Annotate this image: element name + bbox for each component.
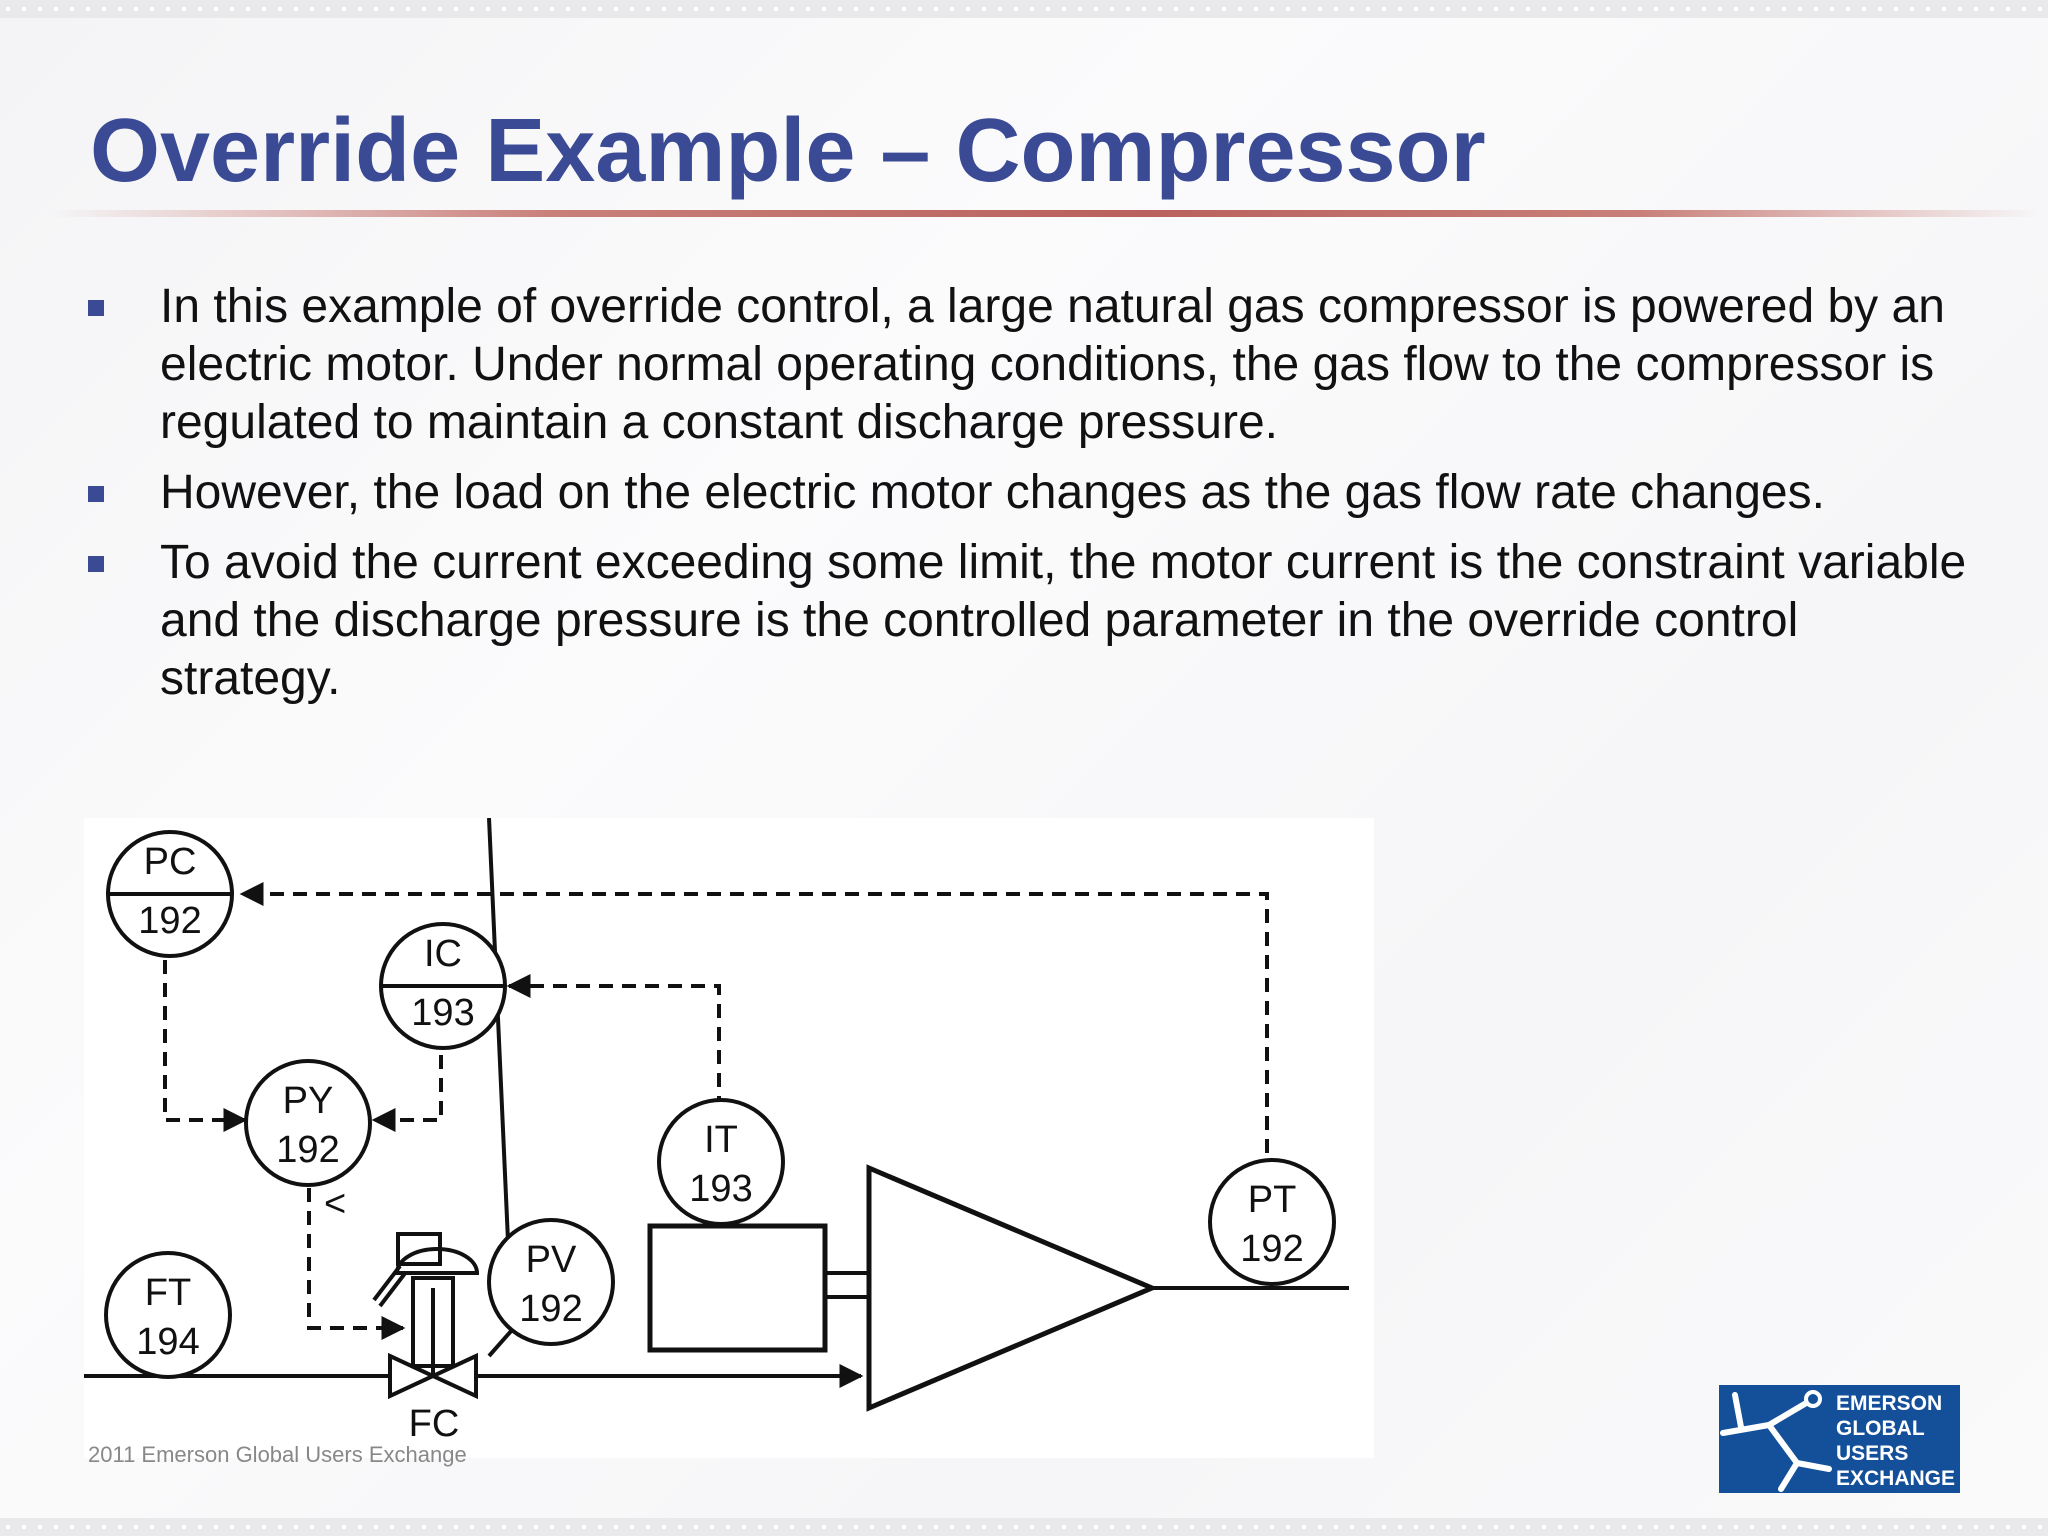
ic-tag: IC: [424, 933, 462, 975]
py-to-valve-signal: [307, 1188, 406, 1340]
pc-to-py-signal: [163, 960, 248, 1132]
pc-tag: PC: [144, 841, 197, 883]
control-valve: [372, 818, 514, 1400]
logo-line: EMERSON: [1836, 1392, 1943, 1415]
pv-number: 192: [519, 1288, 582, 1330]
motor-shaft: [823, 1271, 871, 1299]
instrument-it: IT 193: [657, 1098, 785, 1226]
fail-closed-label: FC: [409, 1403, 460, 1445]
ic-number: 193: [411, 992, 474, 1034]
signal-lines: [163, 882, 1269, 1340]
process-lines: [84, 1286, 1349, 1388]
it-tag: IT: [704, 1119, 738, 1161]
bullet-list: In this example of override control, a l…: [86, 278, 1986, 720]
valve-positioner: [411, 1276, 455, 1368]
bottom-dot-border: [0, 1518, 2048, 1536]
ft-number: 194: [136, 1321, 199, 1363]
valve-top-box: [396, 1232, 442, 1266]
pc-number: 192: [138, 900, 201, 942]
instrument-ft: FT 194: [104, 1251, 232, 1379]
py-number: 192: [276, 1129, 339, 1171]
compressor: [866, 1164, 1159, 1412]
emerson-logo: EMERSON GLOBAL USERS EXCHANGE: [1719, 1385, 1960, 1493]
bullet-text: However, the load on the electric motor …: [160, 466, 1825, 519]
it-to-ic-signal: [506, 974, 721, 1110]
ic-to-py-signal: [371, 1055, 443, 1132]
logo-line: USERS: [1836, 1442, 1909, 1465]
py-tag: PY: [283, 1080, 334, 1122]
ft-tag: FT: [145, 1272, 191, 1314]
it-number: 193: [689, 1168, 752, 1210]
pv-leader-line: [487, 1328, 514, 1358]
instrument-ic: IC 193: [379, 922, 507, 1050]
pid-diagram: PC 192 IC 193 PY 192 IT 193 PT: [84, 818, 1374, 1458]
logo-line: EXCHANGE: [1836, 1467, 1956, 1490]
hash-mark: [372, 1264, 402, 1302]
bullet-square-icon: [88, 486, 104, 502]
logo-wordmark: EMERSON GLOBAL USERS EXCHANGE: [1836, 1391, 1955, 1491]
instrument-pv: PV 192: [487, 1218, 615, 1346]
copyright-footer: 2011 Emerson Global Users Exchange: [88, 1442, 467, 1467]
electric-motor: [647, 1223, 828, 1353]
logo-line: GLOBAL: [1836, 1417, 1925, 1440]
pt-tag: PT: [1248, 1179, 1297, 1221]
hash-mark: [378, 1270, 408, 1308]
bullet-item: To avoid the current exceeding some limi…: [86, 534, 1986, 708]
pv-tag: PV: [526, 1239, 577, 1281]
top-dot-border: [0, 0, 2048, 18]
bullet-item: In this example of override control, a l…: [86, 278, 1986, 452]
bullet-square-icon: [88, 300, 104, 316]
valve-actuator: [394, 1247, 480, 1275]
instrument-pc: PC 192: [106, 830, 234, 958]
instrument-py: PY 192: [244, 1059, 372, 1187]
bullet-text: In this example of override control, a l…: [160, 280, 1945, 449]
slide-title: Override Example – Compressor: [90, 101, 1486, 201]
low-selector-symbol: <: [324, 1183, 346, 1225]
instrument-pt: PT 192: [1208, 1158, 1336, 1286]
bullet-item: However, the load on the electric motor …: [86, 464, 1986, 522]
bullet-square-icon: [88, 556, 104, 572]
pt-to-pc-signal: [239, 882, 1269, 1268]
title-underline: [50, 210, 2040, 217]
pt-number: 192: [1240, 1228, 1303, 1270]
molecule-icon: [1720, 1390, 1832, 1492]
bullet-text: To avoid the current exceeding some limi…: [160, 536, 1967, 705]
